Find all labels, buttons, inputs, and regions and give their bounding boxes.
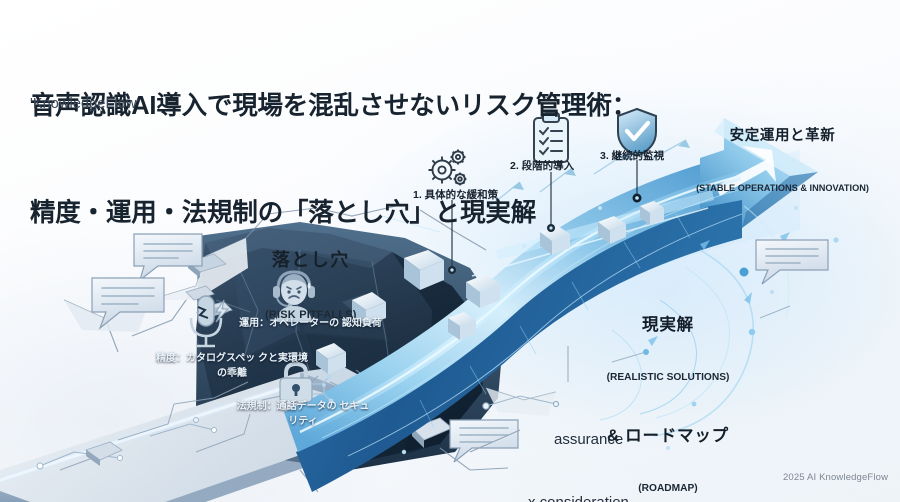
step-label-2: 2. 段階的導入 [510, 160, 575, 172]
footer-credit: 2025 AI KnowledgeFlow [783, 472, 889, 483]
realistic-solutions-heading: 現実解 (REALISTIC SOLUTIONS) & ロードマップ (ROAD… [573, 275, 763, 502]
risk-pitfalls-heading-jp: 落とし穴 [271, 250, 350, 270]
title-line-1: 音声認識AI導入で現場を混乱させないリスク管理術： [30, 92, 638, 121]
risk-pitfalls-heading: 落とし穴 (RISK PITFALLS) [265, 210, 357, 357]
tagline-line-2: x consideration [528, 492, 688, 502]
brand-subtitle: 'KnowledgeFlow' [30, 96, 140, 112]
realistic-solutions-heading-en: (REALISTIC SOLUTIONS) [606, 372, 730, 383]
pitfall-label-accuracy: 精度：カタログスペッ クと実環境の乖離 [155, 353, 309, 379]
pitfall-label-regulation: 法規制：通話データの セキュリティ [236, 401, 370, 427]
title-line-2: 精度・運用・法規制の「落とし穴」と現実解 [30, 199, 537, 228]
shield-check-icon [617, 107, 657, 158]
roadmap-heading-en: (ROADMAP) [638, 483, 698, 494]
pitfall-label-operations: 運用：オペレーターの 認知負荷 [239, 318, 382, 329]
padlock-icon [279, 361, 334, 404]
stable-operations-heading-en: (STABLE OPERATIONS & INNOVATION) [696, 183, 869, 193]
stable-operations-heading: 安定運用と革新 (STABLE OPERATIONS & INNOVATION) [690, 88, 875, 230]
solution-bridge-arrow [284, 118, 818, 492]
tagline-line-1: assurance [554, 430, 624, 448]
realistic-solutions-heading-jp: 現実解 [642, 316, 694, 334]
tagline: assurance x consideration [528, 386, 688, 502]
step-connectors [448, 160, 642, 274]
page-title: 音声認識AI導入で現場を混乱させないリスク管理術： 精度・運用・法規制の「落とし… [30, 18, 637, 304]
broken-microphone-icon [189, 295, 230, 348]
circuit-accents [401, 206, 839, 455]
step-label-1: 1. 具体的な緩和策 [413, 189, 499, 201]
risk-pitfalls-heading-en: (RISK PITFALLS) [265, 309, 357, 321]
speech-bubbles [91, 233, 829, 463]
gears-icon [428, 149, 467, 186]
roadmap-heading-jp: & ロードマップ [607, 427, 729, 445]
stable-operations-heading-jp: 安定運用と革新 [729, 128, 836, 144]
data-cubes [316, 201, 664, 374]
stressed-operator-icon [273, 270, 315, 322]
step-label-3: 3. 継続的監視 [600, 150, 665, 162]
clipboard-checklist-icon [533, 112, 569, 163]
